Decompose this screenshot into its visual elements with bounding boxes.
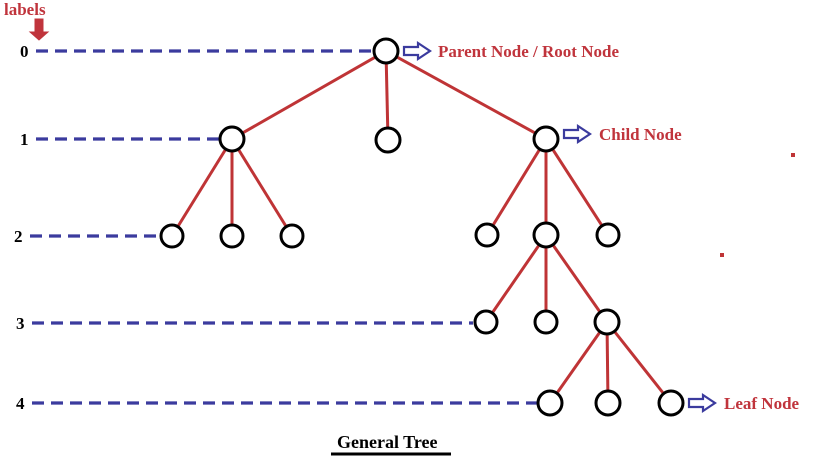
- level-label-0: 0: [20, 42, 29, 61]
- tree-nodes: [159, 37, 685, 417]
- tree-node-n1a[interactable]: [218, 125, 246, 153]
- edge-n0-n1c: [394, 54, 538, 136]
- tree-node-n3b[interactable]: [533, 309, 559, 335]
- speck-2: [720, 253, 724, 257]
- diagram-caption: General Tree: [331, 432, 451, 456]
- tree-node-n2b[interactable]: [219, 223, 245, 249]
- tree-node-n4b[interactable]: [594, 389, 622, 417]
- tree-node-n1b[interactable]: [374, 126, 402, 154]
- edge-n3c-n4a: [555, 330, 602, 395]
- tree-node-n0[interactable]: [372, 37, 400, 65]
- level-label-1: 1: [20, 130, 29, 149]
- edge-n0-n1a: [240, 55, 378, 135]
- child-anno-text: Child Node: [599, 125, 682, 144]
- tree-node-n3c[interactable]: [593, 308, 621, 336]
- arrow-down-icon: [28, 18, 50, 41]
- level-label-2: 2: [14, 227, 23, 246]
- root-anno-text: Parent Node / Root Node: [438, 42, 619, 61]
- edge-n1a-n2a: [175, 147, 228, 229]
- tree-node-n2e[interactable]: [532, 221, 560, 249]
- edge-n3c-n4c: [612, 329, 666, 396]
- arrow-icon-root-anno: [402, 40, 432, 62]
- level-label-4: 4: [16, 394, 25, 413]
- edge-n1c-n2f: [550, 147, 604, 228]
- arrow-icon-child-anno: [562, 123, 592, 145]
- edge-n0-n1b: [384, 61, 390, 130]
- edge-n1c-n2d: [490, 147, 542, 228]
- tree-node-n4a[interactable]: [536, 389, 564, 417]
- edge-n2e-n3c: [551, 243, 602, 314]
- level-label-3: 3: [16, 314, 25, 333]
- labels-note-text: labels: [4, 0, 46, 19]
- image-specks: [720, 153, 795, 257]
- arrow-icon-leaf-anno: [687, 392, 717, 414]
- tree-node-n2a[interactable]: [159, 223, 185, 249]
- tree-node-n2c[interactable]: [279, 223, 305, 249]
- speck-1: [791, 153, 795, 157]
- tree-node-n4c[interactable]: [657, 389, 685, 417]
- tree-edges: [175, 54, 666, 396]
- caption-text: General Tree: [337, 432, 437, 452]
- edge-n1a-n2c: [236, 147, 289, 229]
- edge-n3c-n4b: [605, 332, 610, 393]
- tree-node-n1c[interactable]: [532, 125, 560, 153]
- tree-node-n2d[interactable]: [474, 222, 500, 248]
- leaf-anno-text: Leaf Node: [724, 394, 800, 413]
- level-guide-lines: [30, 49, 537, 405]
- tree-node-n3a[interactable]: [473, 309, 499, 335]
- tree-node-n2f[interactable]: [595, 222, 621, 248]
- level-number-labels: 0 1 2 3 4: [14, 42, 29, 413]
- labels-callout: labels: [4, 0, 50, 41]
- edge-n2e-n3a: [490, 243, 541, 315]
